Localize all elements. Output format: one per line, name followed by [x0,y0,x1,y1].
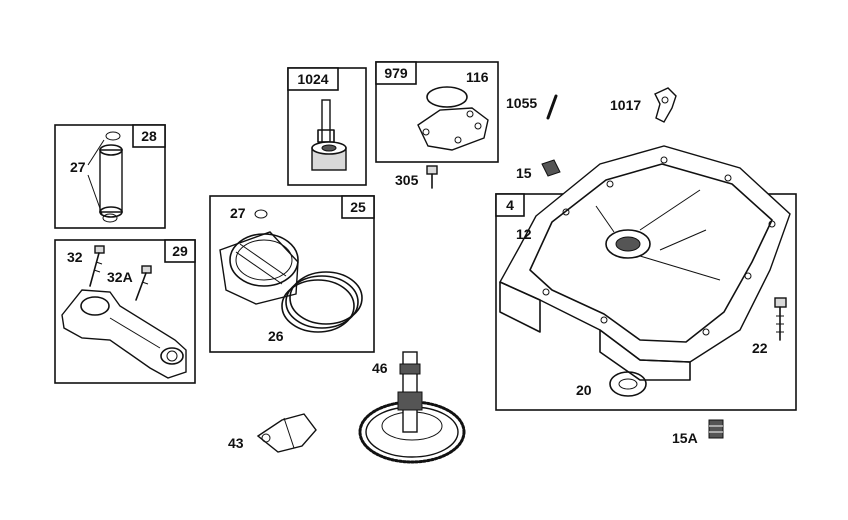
bracket-43 [256,413,317,453]
plug-15a [708,419,724,439]
label-1017: 1017 [610,97,641,113]
group-979: 979 116 [375,61,499,163]
oil-seal-20 [609,371,647,397]
label-22: 22 [752,340,768,356]
group-28: 28 27 [54,124,166,229]
label-116: 116 [466,69,489,85]
tag-4 [495,193,525,217]
box-number-28: 28 [141,128,157,144]
label-15a: 15A [672,430,698,446]
frame-979 [375,61,499,163]
label-32: 32 [67,249,83,265]
dowel-pin-1055 [546,94,558,120]
tag-979 [375,61,417,85]
governor-cover [417,107,489,151]
clip-27 [254,209,268,219]
label-32a: 32A [107,269,133,285]
group-1024: 1024 [287,67,367,186]
label-26: 26 [268,328,284,344]
bracket-1017 [654,87,677,123]
box-number-4: 4 [506,197,514,213]
label-43: 43 [228,435,244,451]
label-15: 15 [516,165,532,181]
box-number-29: 29 [172,243,188,259]
rod-bolt-32a [135,265,152,301]
label-46: 46 [372,360,388,376]
o-ring-116 [426,86,468,108]
tag-1024 [287,67,339,91]
crankcase-sump-12 [499,145,791,381]
tag-28 [132,124,166,148]
label-27-clip: 27 [230,205,246,221]
label-20: 20 [576,382,592,398]
bolt-22 [774,297,787,341]
screw-305 [426,165,438,189]
box-number-25: 25 [350,199,366,215]
label-1055: 1055 [506,95,537,111]
group-25: 25 27 26 [209,195,375,353]
tag-25 [341,195,375,219]
connecting-rod [61,289,187,379]
tag-29 [164,239,196,263]
frame-28 [54,124,166,229]
plug-15 [541,159,561,177]
label-12: 12 [516,226,532,242]
governor-gear [311,99,347,171]
piston-rings-26 [281,271,363,333]
frame-25 [209,195,375,353]
piston-pin [99,131,123,223]
label-305: 305 [395,172,419,188]
group-4: 4 [495,145,797,411]
frame-29 [54,239,196,384]
label-27-pin-clip: 27 [70,159,86,175]
box-number-979: 979 [384,65,408,81]
box-number-1024: 1024 [297,71,328,87]
piston [219,231,299,305]
group-29: 29 32 32A [54,239,196,384]
rod-bolt-32 [89,245,105,287]
camshaft-46 [358,351,466,464]
